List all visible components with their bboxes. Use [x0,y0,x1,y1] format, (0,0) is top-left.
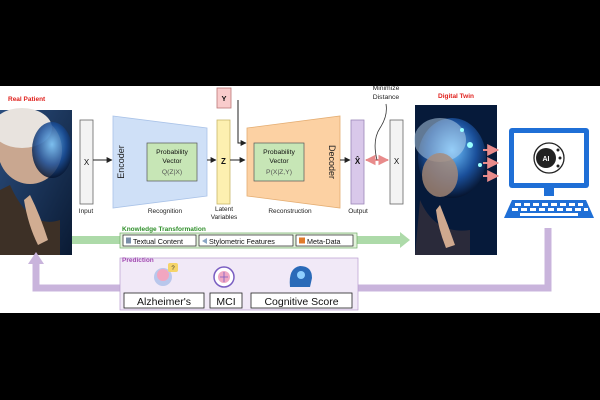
output-label: Output [348,208,368,215]
svg-text:?: ? [171,266,175,272]
encoder-prob-vector-line1: Probability [156,149,188,156]
encoder-prob-vector-formula: Q(Z|X) [162,169,182,176]
decoder-prob-vector-line1: Probability [263,149,295,156]
y-condition-box [216,87,232,109]
decoder-prob-vector-line2: Vector [269,158,289,165]
ai-label: AI [543,156,550,163]
mci-label: MCI [216,296,235,308]
arrow-y-to-decoder [237,100,247,146]
prediction-feedback-left [32,262,120,292]
digital-twin-image [414,105,497,255]
alzheimers-box [123,292,205,309]
digital-twin-label: Digital Twin [438,93,474,100]
alzheimers-label: Alzheimer's [137,296,191,308]
latent-z-box [216,119,231,205]
reconstruction-label: Reconstruction [268,208,312,215]
textual-content-label: Textual Content [133,237,183,246]
real-patient-image [0,108,72,255]
metadata-icon [299,237,305,244]
prediction-feedback-right [358,228,552,292]
minimize-distance-line2: Distance [373,94,400,101]
textual-content-box [122,234,197,247]
distance-callout-line [374,103,387,161]
input-x-label: X [84,158,90,167]
recognition-label: Recognition [148,208,183,215]
cognitive-score-label: Cognitive Score [264,296,338,308]
latent-variables-line2: Variables [211,214,238,221]
encoder-prob-vector-line2: Vector [162,158,182,165]
encoder-label: Encoder [116,145,126,179]
real-patient-label: Real Patient [8,96,46,103]
stylometric-icon [202,238,207,244]
meta-data-label: Meta-Data [307,237,341,246]
minimize-distance-line1: Minimize [373,85,400,92]
ai-monitor-icon [509,128,589,196]
input-label: Input [79,208,94,215]
brain-scan-icon [213,266,235,288]
y-condition-label: Y [221,94,226,103]
latent-z-label: Z [221,157,226,166]
knowledge-transformation-label: Knowledge Transformation [122,226,206,233]
text-icon [126,237,131,244]
mci-box [209,292,243,309]
output-xhat-box [350,119,365,205]
output-xhat-label: X̂ [355,157,361,166]
stylometric-features-box [198,234,294,247]
head-gear-icon [289,266,312,287]
decoder-prob-vector-box [253,142,305,182]
prediction-label: Prediction [122,257,154,264]
brain-question-icon: ? [154,263,178,286]
meta-data-box [295,234,354,247]
target-x-label: X [394,157,400,166]
decoder-label: Decoder [327,145,337,179]
prediction-feedback-arrowhead [28,252,44,264]
decoder-prob-vector-formula: P(X|Z,Y) [266,169,292,176]
cognitive-score-box [250,292,353,309]
twin-to-ai-arrows [483,144,500,182]
keyboard-icon [504,200,594,218]
target-x-box [389,119,404,205]
stylometric-features-label: Stylometric Features [209,237,275,246]
encoder-prob-vector-box [146,142,198,182]
input-x-box [79,119,94,205]
latent-variables-line1: Latent [215,206,233,213]
